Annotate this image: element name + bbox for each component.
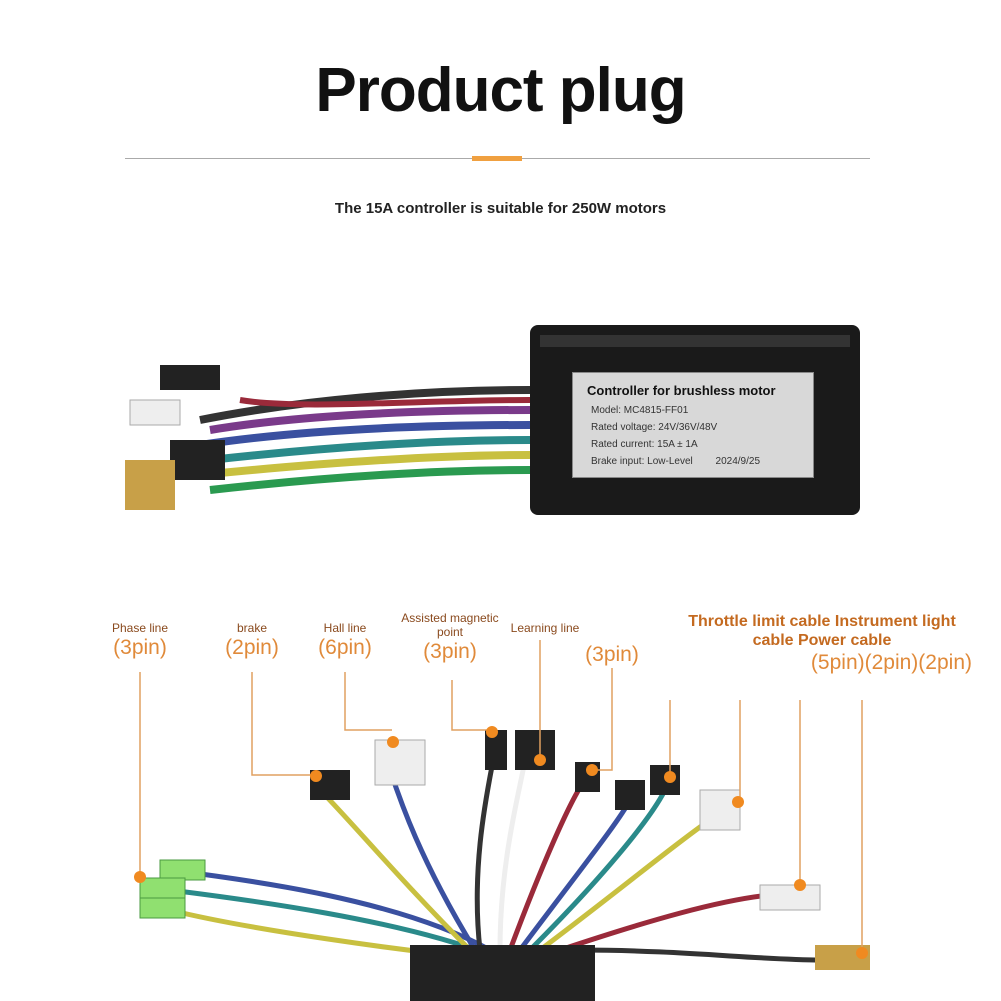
callout-brake: brake(2pin) <box>225 621 279 659</box>
label-model: Model: MC4815-FF01 <box>591 405 689 416</box>
subtitle: The 15A controller is suitable for 250W … <box>334 200 667 217</box>
divider-accent <box>472 156 522 161</box>
page-title: Product plug <box>315 56 686 125</box>
callout-dots <box>134 726 868 959</box>
top-wires <box>199 386 531 494</box>
callout-phase-line: Phase line(3pin) <box>111 621 169 659</box>
callout-assisted-magnetic-point: Assisted magnetic point(3pin) <box>401 611 499 663</box>
label-current: Rated current: 15A ± 1A <box>591 439 698 450</box>
controller-label: Controller for brushless motor Model: MC… <box>572 372 814 478</box>
label-brake: Brake input: Low-Level <box>591 456 693 467</box>
callout-learning-line: Learning line <box>510 621 580 635</box>
label-voltage: Rated voltage: 24V/36V/48V <box>591 422 718 433</box>
callout-learning-pins: (3pin) <box>585 643 639 666</box>
bottom-wires <box>169 749 821 963</box>
label-heading: Controller for brushless motor <box>587 383 776 398</box>
callout-lines <box>139 640 863 950</box>
label-date: 2024/9/25 <box>715 456 761 467</box>
controller-box-bottom <box>410 945 595 1001</box>
callout-hall-line: Hall line(6pin) <box>318 621 372 659</box>
